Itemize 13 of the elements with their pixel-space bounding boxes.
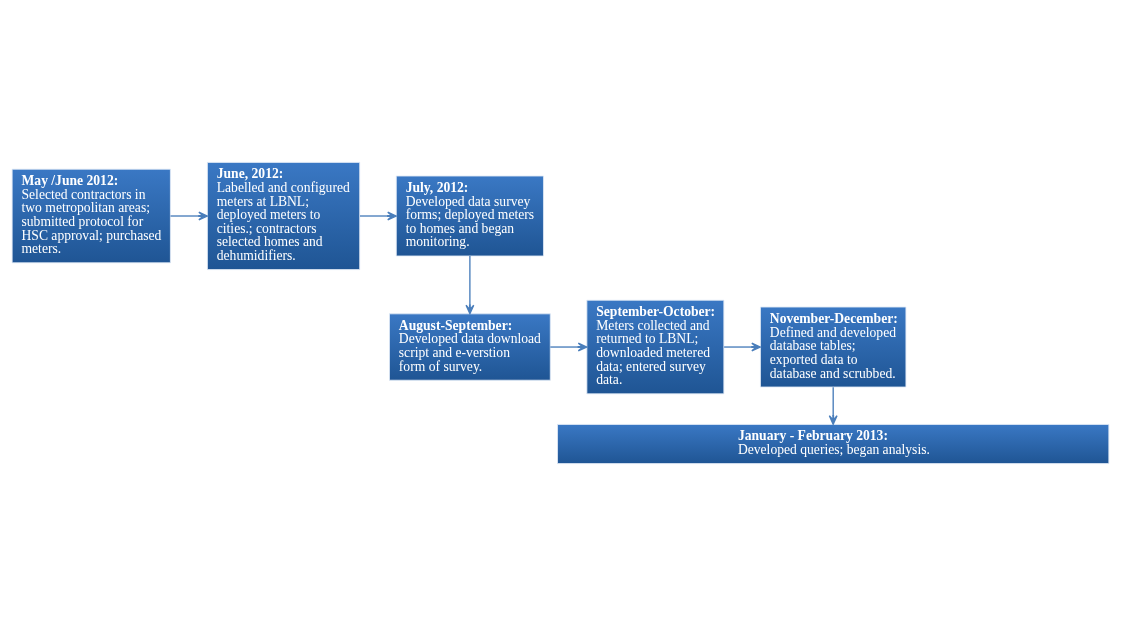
arrow [549, 342, 588, 352]
arrow [828, 386, 838, 425]
node-box: May /June 2012: Selected contractors in two metropolitan areas; submitted protocol for HSC approval; purchased meters. [11, 168, 171, 264]
node-box: September-October: Meters collected and returned to LBNL; downloaded metered data; entered survey data. [586, 299, 725, 395]
arrow [723, 342, 761, 352]
node-box: August-September: Developed data download script and e-verstion form of survey. [389, 313, 551, 381]
node-box: November-December: Defined and developed database tables; exported data to database and scrubbed. [760, 306, 907, 388]
node-box: June, 2012: Labelled and configured meters at LBNL; deployed meters to cities.; contractors selected homes and dehumidifiers. [207, 161, 361, 271]
node-box: July, 2012: Developed data survey forms; deployed meters to homes and began monitoring. [395, 175, 544, 257]
arrow [169, 211, 209, 221]
node-box: January - February 2013: Developed queries; began analysis. [557, 424, 1110, 465]
arrow [465, 255, 475, 315]
arrow [359, 211, 397, 221]
